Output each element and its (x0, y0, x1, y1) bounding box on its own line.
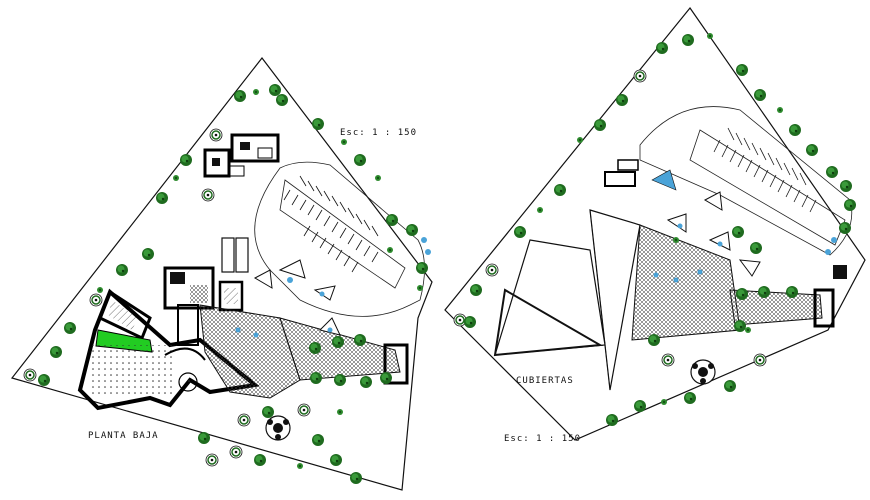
right-scale-label: Esc: 1 : 150 (504, 434, 581, 444)
right-round-fountain (690, 359, 716, 385)
right-plan-title: CUBIERTAS (516, 376, 574, 386)
left-main-building (77, 266, 260, 411)
right-trees (453, 33, 856, 426)
left-service-building (203, 133, 280, 178)
left-trees (23, 84, 428, 484)
left-site-boundary (10, 57, 433, 491)
left-water-features (235, 237, 431, 338)
left-round-fountain (265, 415, 291, 441)
right-site-boundary (444, 7, 866, 441)
left-parking-area (254, 161, 425, 317)
left-plan-planta-baja: Esc: 1 : 150 PLANTA BAJA (10, 57, 433, 491)
right-roof-structures (493, 209, 835, 391)
right-parking-stalls (713, 127, 817, 213)
right-plan-cubiertas: CUBIERTAS Esc: 1 : 150 (444, 7, 866, 444)
left-parking-stalls (283, 175, 379, 273)
left-scale-label: Esc: 1 : 150 (340, 128, 417, 138)
left-plan-title: PLANTA BAJA (88, 431, 159, 441)
right-water-features (651, 169, 837, 283)
